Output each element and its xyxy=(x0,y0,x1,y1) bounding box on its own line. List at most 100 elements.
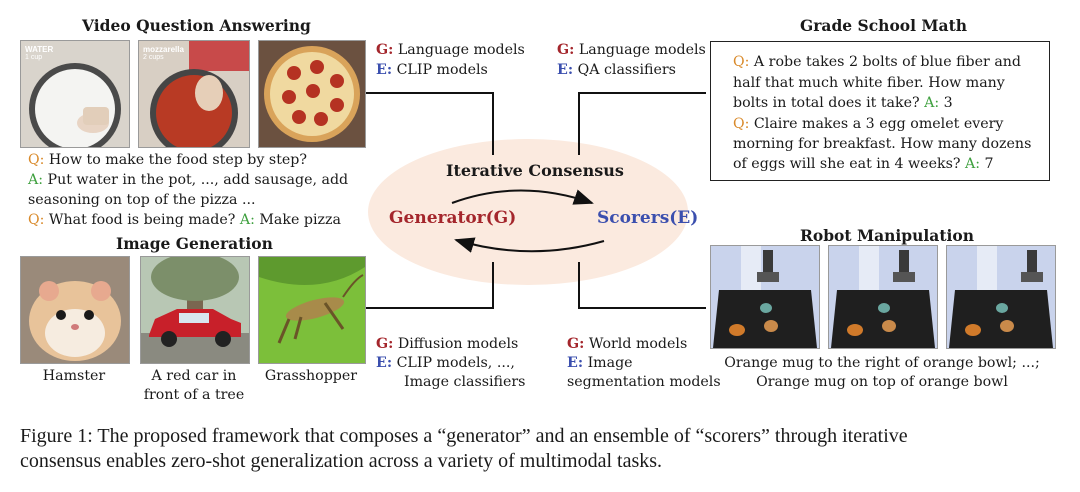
video-qa-a1-line2: seasoning on top of the pizza ... xyxy=(28,192,256,208)
question-text: What food is being made? xyxy=(44,212,236,228)
scorers-node: Scorers(E) xyxy=(597,208,699,228)
robot-caption-line2: Orange mug on top of orange bowl xyxy=(756,374,1008,390)
video-frame-sauce: mozzarella 2 cups xyxy=(138,40,250,148)
pot-sauce-image xyxy=(139,41,249,147)
robot-caption-line1: Orange mug to the right of orange bowl; … xyxy=(724,355,1040,371)
robot-title: Robot Manipulation xyxy=(800,226,975,245)
pot-water-image xyxy=(21,41,129,147)
robot-frame-2 xyxy=(828,245,938,349)
generator-label: G: xyxy=(376,42,394,58)
question-label: Q: xyxy=(733,54,750,70)
hamster-image xyxy=(20,256,130,364)
video-qa-title: Video Question Answering xyxy=(82,16,311,35)
math-title: Grade School Math xyxy=(800,16,968,35)
answer-text: Make pizza xyxy=(254,212,341,228)
math-q2-line1: Q: Claire makes a 3 egg omelet every xyxy=(733,114,1003,134)
arrow-generator-to-scorer xyxy=(451,189,594,205)
question-label: Q: xyxy=(733,116,750,132)
generator-text: Diffusion models xyxy=(393,336,519,352)
question-text: of eggs will she eat in 4 weeks? xyxy=(733,156,961,172)
overlay-sub-water: 1 cup xyxy=(25,54,43,61)
question-text: Claire makes a 3 egg omelet every xyxy=(749,116,1004,132)
scorer-label: E: xyxy=(567,355,584,371)
caption-red-car-line2: front of a tree xyxy=(143,387,245,403)
diagram-connectors xyxy=(366,92,706,309)
robot-frame-3 xyxy=(946,245,1056,349)
generator-label: G: xyxy=(557,42,575,58)
arrow-scorer-to-generator xyxy=(454,237,605,253)
video-scorer-models: E: CLIP models xyxy=(376,60,488,80)
video-frame-water: WATER 1 cup xyxy=(20,40,130,148)
robot-scorer-models-line2: segmentation models xyxy=(567,374,721,390)
scorer-text: CLIP models xyxy=(392,62,488,78)
answer-text: Put water in the pot, ..., add sausage, … xyxy=(43,172,349,188)
generator-text: World models xyxy=(584,336,688,352)
scorer-text: Image xyxy=(583,355,633,371)
overlay-title-water: WATER xyxy=(25,45,54,54)
generator-label: G: xyxy=(376,336,394,352)
math-q1-line3: bolts in total does it take? A: 3 xyxy=(733,93,953,113)
math-q2-line2: morning for breakfast. How many dozens xyxy=(733,136,1032,152)
question-label: Q: xyxy=(28,152,45,168)
connector-image xyxy=(366,262,494,309)
answer-label: A: xyxy=(924,95,940,111)
red-car-illustration xyxy=(141,257,249,363)
answer-text: 7 xyxy=(980,156,994,172)
connector-math xyxy=(578,92,706,155)
consensus-ellipse xyxy=(368,139,688,285)
connector-robot xyxy=(578,262,706,309)
robot-scene-1 xyxy=(711,246,819,348)
image-scorer-models-line2: Image classifiers xyxy=(404,374,526,390)
answer-label: A: xyxy=(239,212,255,228)
image-gen-title: Image Generation xyxy=(116,234,273,253)
robot-scorer-models: E: Image xyxy=(567,353,633,373)
video-qa-q2: Q: What food is being made? A: Make pizz… xyxy=(28,210,341,230)
caption-grasshopper: Grasshopper xyxy=(264,368,358,384)
question-text: bolts in total does it take? xyxy=(733,95,920,111)
question-label: Q: xyxy=(28,212,45,228)
robot-scene-2 xyxy=(829,246,937,348)
answer-text: 3 xyxy=(939,95,953,111)
generator-text: Language models xyxy=(574,42,706,58)
scorer-label: E: xyxy=(376,355,393,371)
grasshopper-image xyxy=(258,256,366,364)
scorer-label: E: xyxy=(557,62,574,78)
image-generator-models: G: Diffusion models xyxy=(376,334,518,354)
generator-node: Generator(G) xyxy=(389,208,517,228)
figure-caption: Figure 1: The proposed framework that co… xyxy=(20,424,1070,474)
grasshopper-illustration xyxy=(259,257,365,363)
math-q1-line2: half that much white fiber. How many xyxy=(733,75,1005,91)
math-scorer-models: E: QA classifiers xyxy=(557,60,676,80)
caption-hamster: Hamster xyxy=(42,368,106,384)
video-qa-q1: Q: How to make the food step by step? xyxy=(28,150,307,170)
overlay-title-mozzarella: mozzarella xyxy=(143,45,184,54)
pizza-image xyxy=(259,41,365,147)
overlay-sub-mozzarella: 2 cups xyxy=(143,54,164,61)
generator-text: Language models xyxy=(393,42,525,58)
scorer-label: E: xyxy=(376,62,393,78)
hamster-illustration xyxy=(21,257,129,363)
red-car-image xyxy=(140,256,250,364)
math-q1-line1: Q: A robe takes 2 bolts of blue fiber an… xyxy=(733,52,1021,72)
math-generator-models: G: Language models xyxy=(557,40,706,60)
figure-caption-line2: consensus enables zero-shot generalizati… xyxy=(20,450,663,472)
video-qa-a1: A: Put water in the pot, ..., add sausag… xyxy=(28,170,348,190)
robot-frame-1 xyxy=(710,245,820,349)
math-q2-line3: of eggs will she eat in 4 weeks? A: 7 xyxy=(733,154,994,174)
answer-label: A: xyxy=(964,156,980,172)
connector-video xyxy=(366,92,494,155)
consensus-title: Iterative Consensus xyxy=(446,161,624,180)
generator-label: G: xyxy=(567,336,585,352)
video-generator-models: G: Language models xyxy=(376,40,525,60)
scorer-text: CLIP models, ..., xyxy=(392,355,515,371)
scorer-text: QA classifiers xyxy=(573,62,676,78)
figure-text: The proposed framework that composes a “… xyxy=(92,425,908,447)
math-box: Q: A robe takes 2 bolts of blue fiber an… xyxy=(710,41,1050,181)
answer-label: A: xyxy=(28,172,44,188)
video-frame-pizza xyxy=(258,40,366,148)
caption-red-car-line1: A red car in xyxy=(151,368,237,384)
figure-label: Figure 1: xyxy=(20,425,93,447)
question-text: A robe takes 2 bolts of blue fiber and xyxy=(749,54,1022,70)
question-text: How to make the food step by step? xyxy=(44,152,307,168)
image-scorer-models: E: CLIP models, ..., xyxy=(376,353,515,373)
